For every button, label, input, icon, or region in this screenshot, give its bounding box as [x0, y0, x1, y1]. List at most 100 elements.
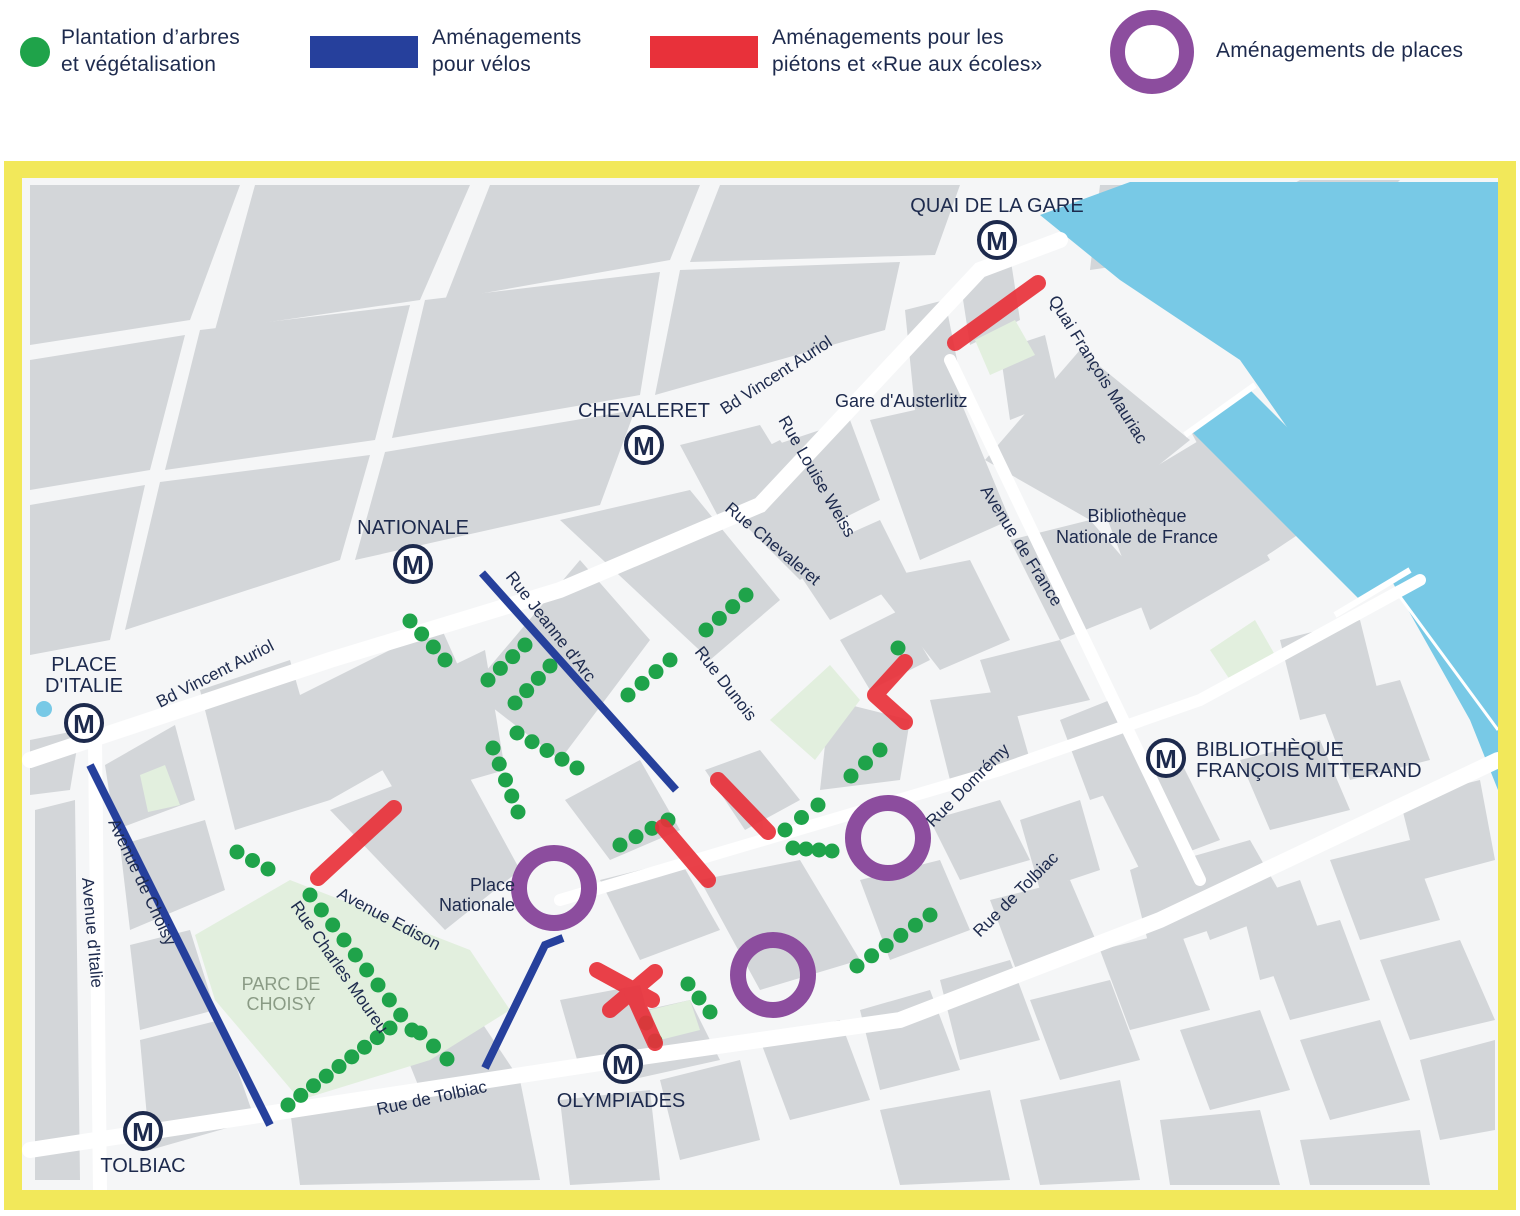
- tree-dot: [648, 664, 664, 680]
- tree-dot: [280, 1097, 296, 1113]
- station-label-quai-de-la-gare: QUAI DE LA GARE: [910, 195, 1083, 217]
- metro-chevaleret: M: [624, 425, 664, 465]
- tree-dot: [498, 772, 513, 788]
- tree-dot: [542, 658, 558, 674]
- tree-dot: [485, 740, 501, 756]
- station-label-chevaleret: CHEVALERET: [578, 400, 710, 422]
- tree-dot: [794, 810, 809, 825]
- place-label-bnf-2: Nationale de France: [1056, 527, 1218, 547]
- tree-dot: [849, 958, 865, 974]
- tree-dot: [344, 1049, 360, 1065]
- tree-dot: [382, 1020, 398, 1036]
- square-olympiades: [730, 932, 816, 1018]
- bike-lane-rue-jeanne-darc: [479, 570, 679, 793]
- tree-dot: [702, 1004, 718, 1020]
- station-label-bibliotheque-1: BIBLIOTHÈQUE: [1196, 738, 1344, 761]
- tree-dot: [634, 675, 650, 691]
- tree-dot: [260, 861, 276, 877]
- tree-dot: [878, 938, 894, 954]
- tree-dot: [412, 1025, 428, 1041]
- tree-dot: [872, 742, 888, 758]
- place-italie-fountain: [36, 701, 52, 717]
- station-label-nationale: NATIONALE: [357, 517, 469, 539]
- tree-dot: [369, 1030, 385, 1046]
- tree-dot: [509, 725, 525, 741]
- bike-lane-avenue-de-choisy: [86, 763, 274, 1127]
- station-label-bibliotheque-2: FRANÇOIS MITTERAND: [1196, 760, 1422, 782]
- tree-dot: [530, 670, 546, 686]
- metro-olympiades: M: [603, 1044, 643, 1084]
- tree-dot: [293, 1087, 309, 1103]
- tree-dot: [843, 768, 859, 784]
- tree-dot: [480, 672, 496, 688]
- metro-quai-de-la-gare: M: [977, 220, 1017, 260]
- tree-dot: [680, 976, 696, 992]
- metro-bibliotheque: M: [1146, 738, 1186, 778]
- metro-place-italie: M: [64, 703, 104, 743]
- station-label-place-italie-2: D'ITALIE: [45, 675, 123, 697]
- tree-dot: [777, 822, 793, 838]
- metro-m-icon: M: [402, 550, 424, 580]
- tree-dot: [620, 687, 636, 703]
- tree-dot: [425, 639, 441, 655]
- tree-dot: [504, 788, 520, 804]
- tree-dot: [507, 695, 523, 711]
- tree-dot: [539, 743, 555, 758]
- tree-dot: [492, 660, 508, 676]
- tree-dot: [811, 842, 827, 858]
- tree-dot: [347, 947, 363, 963]
- tree-dot: [426, 1038, 441, 1054]
- tree-dot: [370, 977, 386, 993]
- metro-m-icon: M: [986, 226, 1008, 256]
- station-label-olympiades: OLYMPIADES: [557, 1090, 686, 1112]
- tree-dot: [357, 1039, 372, 1055]
- tree-dot: [381, 992, 397, 1008]
- metro-m-icon: M: [612, 1050, 634, 1080]
- bike-lane-legend-label: Aménagements pour vélos: [432, 26, 582, 76]
- tree-dot: [725, 599, 741, 615]
- bike-lane-legend-icon: [310, 36, 418, 68]
- square-rue-domremy: [845, 795, 931, 881]
- tree-planting-legend-label: Plantation d’arbres et végétalisation: [61, 26, 240, 76]
- metro-m-icon: M: [132, 1117, 154, 1147]
- tree-dot: [524, 734, 540, 750]
- tree-dot: [245, 853, 260, 868]
- tree-dot: [691, 990, 707, 1006]
- tree-dot: [336, 932, 352, 948]
- tree-dot: [662, 652, 678, 668]
- tree-dot: [505, 649, 521, 665]
- tree-dot: [785, 840, 801, 856]
- place-label-bnf-1: Bibliothèque: [1087, 506, 1186, 526]
- tree-dot: [437, 652, 453, 668]
- metro-m-icon: M: [1155, 744, 1177, 774]
- metro-tolbiac: M: [123, 1111, 163, 1151]
- tree-dot: [798, 841, 814, 857]
- tree-dot: [517, 637, 533, 653]
- tree-dot: [569, 760, 585, 776]
- pedestrian-legend-label: Aménagements pour les piétons et «Rue au…: [772, 26, 1043, 76]
- tree-dot: [922, 907, 938, 923]
- tree-dot: [738, 587, 754, 603]
- tree-dot: [612, 837, 628, 853]
- metro-nationale: M: [393, 544, 433, 584]
- square-improvements: [511, 795, 931, 1018]
- park-label-choisy-1: PARC DE: [242, 974, 321, 994]
- tree-dot: [359, 962, 375, 978]
- place-label-gare-austerlitz: Gare d'Austerlitz: [835, 391, 968, 411]
- tree-dot: [907, 917, 923, 933]
- tree-dot: [402, 613, 418, 629]
- tree-dot: [313, 902, 329, 918]
- square-legend-icon: [1110, 10, 1194, 94]
- park-label-choisy-2: CHOISY: [246, 994, 315, 1014]
- station-label-place-italie-1: PLACE: [51, 654, 117, 676]
- square-legend-label: Aménagements de places: [1216, 39, 1464, 62]
- tree-dot: [824, 843, 840, 859]
- square-place-nationale: [511, 845, 597, 931]
- bike-lane-olympiades: [481, 934, 565, 1070]
- tree-dot: [439, 1051, 455, 1067]
- tree-dot: [306, 1078, 321, 1094]
- tree-dot: [229, 844, 245, 860]
- tree-dot: [325, 917, 341, 933]
- tree-dot: [810, 797, 826, 813]
- seine-river: [1040, 182, 1498, 790]
